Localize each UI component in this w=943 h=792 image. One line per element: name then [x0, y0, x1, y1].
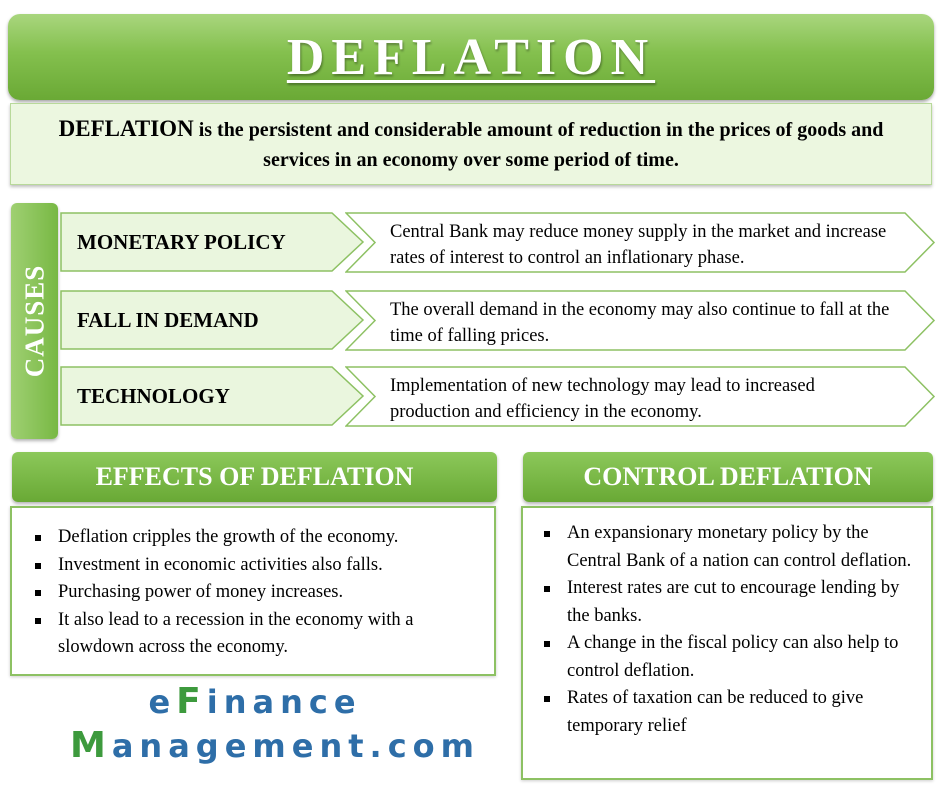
logo-text: inance — [206, 683, 362, 721]
definition-body: is the persistent and considerable amoun… — [193, 118, 884, 171]
list-item: It also lead to a recession in the econo… — [30, 607, 486, 662]
causes-bar: CAUSES — [11, 203, 58, 439]
effects-box: Deflation cripples the growth of the eco… — [10, 506, 496, 676]
logo-line-1: eFinance — [70, 680, 440, 724]
definition-text: DEFLATION is the persistent and consider… — [29, 114, 913, 175]
cause-description-shape — [345, 366, 936, 427]
logo-accent: F — [176, 681, 207, 722]
logo-line-2: Management.com — [70, 724, 474, 768]
control-header: CONTROL DEFLATION — [523, 452, 933, 502]
list-item: Investment in economic activities also f… — [30, 552, 486, 580]
effects-list: Deflation cripples the growth of the eco… — [30, 524, 486, 662]
list-item: A change in the fiscal policy can also h… — [539, 630, 921, 685]
cause-name-box: MONETARY POLICY — [60, 212, 365, 272]
logo-text: anagement.com — [111, 727, 480, 765]
cause-name-box: FALL IN DEMAND — [60, 290, 365, 350]
cause-description-box: Implementation of new technology may lea… — [345, 366, 937, 427]
definition-box: DEFLATION is the persistent and consider… — [10, 103, 932, 185]
control-box: An expansionary monetary policy by the C… — [521, 506, 933, 780]
list-item: An expansionary monetary policy by the C… — [539, 520, 921, 575]
effects-heading: EFFECTS OF DEFLATION — [95, 462, 414, 491]
list-item: Purchasing power of money increases. — [30, 579, 486, 607]
cause-name: FALL IN DEMAND — [77, 307, 259, 332]
cause-description-shape — [345, 212, 936, 273]
control-heading: CONTROL DEFLATION — [583, 462, 873, 491]
cause-description: Central Bank may reduce money supply in … — [390, 222, 887, 268]
cause-description: The overall demand in the economy may al… — [390, 300, 890, 346]
cause-name-shape — [60, 366, 365, 426]
cause-name: TECHNOLOGY — [77, 383, 230, 408]
logo-text: e — [148, 683, 177, 721]
page-title: DEFLATION — [286, 28, 656, 86]
logo-accent: M — [70, 725, 112, 766]
cause-name-shape — [60, 212, 365, 272]
cause-name: MONETARY POLICY — [77, 229, 286, 254]
cause-description: Implementation of new technology may lea… — [390, 376, 815, 422]
cause-description-shape — [345, 290, 936, 351]
cause-name-box: TECHNOLOGY — [60, 366, 365, 426]
efinance-logo: eFinance Management.com — [70, 680, 474, 768]
list-item: Deflation cripples the growth of the eco… — [30, 524, 486, 552]
control-list: An expansionary monetary policy by the C… — [539, 520, 921, 740]
cause-name-shape — [60, 290, 365, 350]
list-item: Rates of taxation can be reduced to give… — [539, 685, 921, 740]
definition-term: DEFLATION — [58, 115, 194, 141]
cause-description-box: The overall demand in the economy may al… — [345, 290, 937, 351]
title-banner: DEFLATION — [8, 14, 934, 100]
causes-label: CAUSES — [19, 264, 49, 378]
list-item: Interest rates are cut to encourage lend… — [539, 575, 921, 630]
effects-header: EFFECTS OF DEFLATION — [12, 452, 497, 502]
cause-description-box: Central Bank may reduce money supply in … — [345, 212, 937, 273]
